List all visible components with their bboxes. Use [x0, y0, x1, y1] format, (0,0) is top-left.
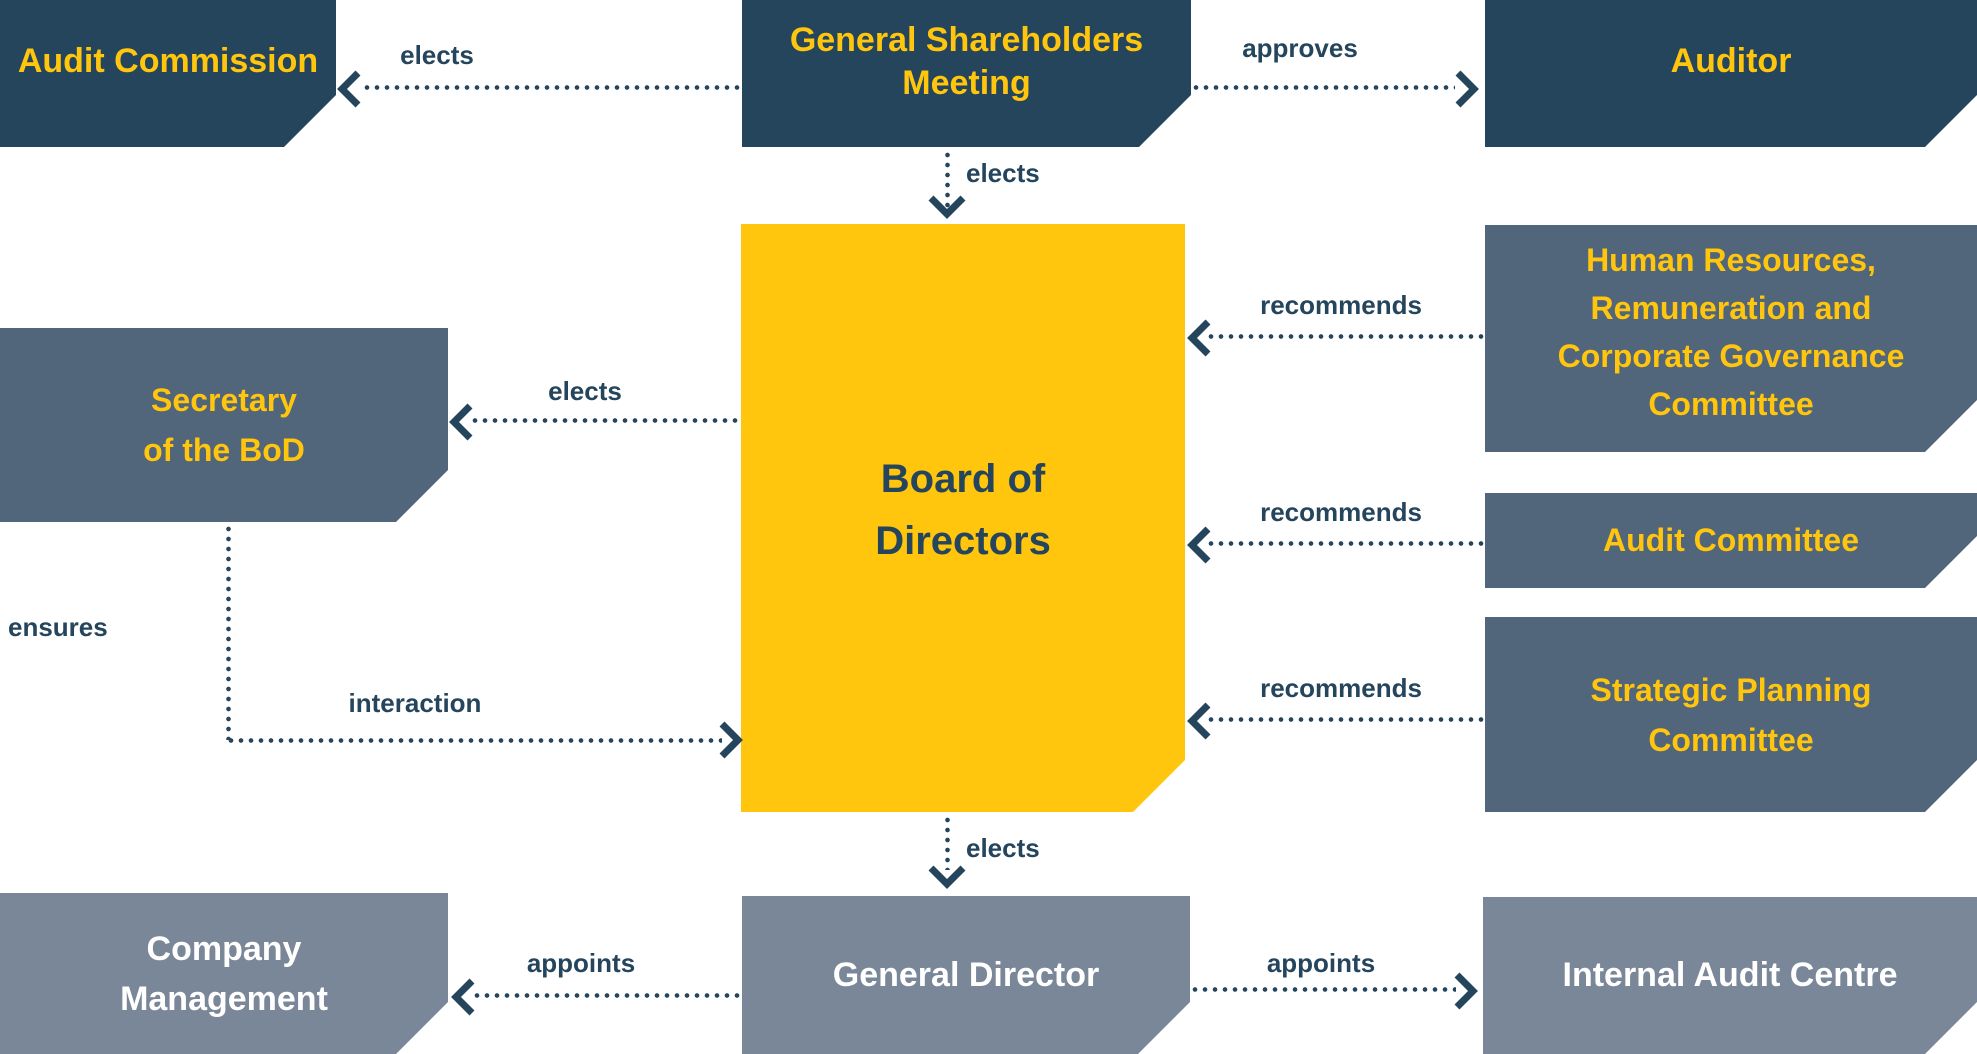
node-label: Audit Committee: [1603, 522, 1859, 558]
dotted-line: [945, 150, 950, 208]
node-audit-committee: Audit Committee: [1485, 493, 1977, 588]
node-label: Company: [146, 929, 302, 968]
node-hr-remuneration-governance-committee: Human Resources, Remuneration and Corpor…: [1485, 225, 1977, 452]
node-label: Secretary: [151, 382, 297, 418]
edge-label-elects-audit-commission: elects: [400, 40, 474, 70]
node-label: Audit Commission: [17, 42, 319, 80]
node-label: Committee: [1648, 721, 1814, 758]
node-label: General Shareholders: [789, 20, 1144, 59]
node-board-of-directors: Board of Directors: [741, 224, 1185, 812]
dotted-line: [1206, 541, 1485, 546]
dotted-line: [945, 815, 950, 870]
node-label: Directors: [875, 519, 1051, 563]
dotted-line: [1190, 987, 1456, 992]
arrowhead-right-icon: [719, 721, 743, 759]
dotted-line: [470, 418, 741, 423]
dotted-line: [362, 85, 742, 90]
node-label: General Director: [832, 955, 1100, 994]
node-label: Remuneration and: [1590, 289, 1872, 326]
node-label: Human Resources,: [1586, 241, 1876, 278]
edge-label-approves-auditor: approves: [1242, 33, 1358, 63]
dotted-line: [472, 993, 742, 998]
node-strategic-planning-committee: Strategic Planning Committee: [1485, 617, 1977, 812]
node-audit-commission: Audit Commission: [0, 0, 336, 147]
node-label: Auditor: [1670, 42, 1792, 80]
node-company-management: Company Management: [0, 893, 448, 1054]
edge-label-recommends-audit: recommends: [1260, 497, 1422, 527]
arrowhead-left-icon: [1187, 526, 1211, 564]
edge-label-elects-board: elects: [966, 158, 1040, 188]
node-label: Strategic Planning: [1590, 671, 1872, 708]
arrowhead-left-icon: [449, 403, 473, 441]
edge-label-recommends-hr: recommends: [1260, 290, 1422, 320]
arrowhead-right-icon: [1455, 70, 1479, 108]
arrowhead-right-icon: [1454, 972, 1478, 1010]
dotted-line: [226, 738, 722, 743]
dotted-line: [226, 524, 231, 740]
arrowhead-left-icon: [337, 70, 361, 108]
arrowhead-down-icon: [928, 195, 966, 219]
node-label: of the BoD: [143, 432, 305, 468]
dotted-line: [1191, 85, 1455, 90]
node-label: Internal Audit Centre: [1562, 956, 1898, 994]
node-internal-audit-centre: Internal Audit Centre: [1483, 897, 1977, 1054]
node-label: Corporate Governance: [1557, 337, 1905, 374]
node-secretary-of-the-bod: Secretary of the BoD: [0, 328, 448, 522]
arrowhead-down-icon: [928, 865, 966, 889]
edge-label-appoints-company-management: appoints: [526, 948, 636, 978]
arrowhead-left-icon: [451, 978, 475, 1016]
node-label: Meeting: [902, 63, 1031, 102]
node-general-director: General Director: [742, 896, 1190, 1054]
edge-label-elects-general-director: elects: [966, 833, 1040, 863]
edge-label-interaction: interaction: [348, 688, 482, 718]
node-label: Board of: [880, 457, 1046, 501]
edge-label-elects-secretary: elects: [548, 376, 622, 406]
dotted-line: [1206, 334, 1485, 339]
arrowhead-left-icon: [1187, 702, 1211, 740]
edge-label-ensures: ensures: [8, 612, 108, 642]
node-label: Management: [120, 979, 328, 1018]
node-label: Committee: [1648, 385, 1814, 422]
edge-label-recommends-strategic: recommends: [1260, 673, 1422, 703]
edge-label-appoints-internal-audit-centre: appoints: [1266, 948, 1376, 978]
node-general-shareholders-meeting: General Shareholders Meeting: [742, 0, 1191, 147]
arrowhead-left-icon: [1187, 319, 1211, 357]
dotted-line: [1206, 717, 1485, 722]
node-auditor: Auditor: [1485, 0, 1977, 147]
